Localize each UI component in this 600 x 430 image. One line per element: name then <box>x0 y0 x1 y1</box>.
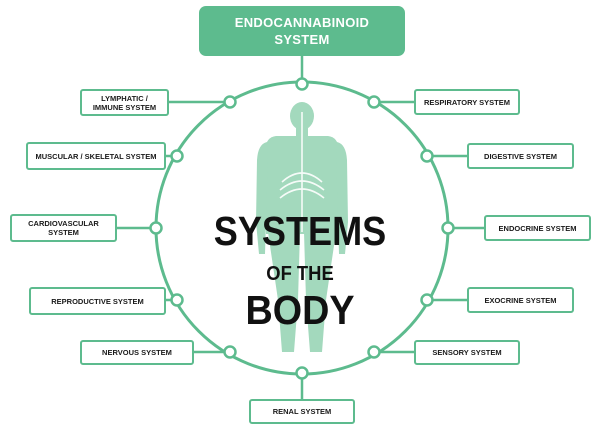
muscular-skeletal-system-box: MUSCULAR / SKELETAL SYSTEM <box>26 142 166 170</box>
endocrine-system-box: ENDOCRINE SYSTEM <box>484 215 591 241</box>
respiratory-system-box: RESPIRATORY SYSTEM <box>414 89 520 115</box>
box-label: CARDIOVASCULAR SYSTEM <box>28 219 99 237</box>
reproductive-system-box: REPRODUCTIVE SYSTEM <box>29 287 166 315</box>
box-label: SENSORY SYSTEM <box>432 348 502 357</box>
rib-line <box>279 188 325 199</box>
figure-right-arm <box>336 142 348 254</box>
endocannabinoid-system-header: ENDOCANNABINOID SYSTEM <box>199 6 405 56</box>
box-label: RENAL SYSTEM <box>272 407 332 416</box>
exocrine-system-box: EXOCRINE SYSTEM <box>467 287 574 313</box>
figure-detail-lines <box>279 112 325 232</box>
header-line-2: SYSTEM <box>274 32 330 47</box>
box-label: MUSCULAR / SKELETAL SYSTEM <box>35 151 157 161</box>
renal-system-box: RENAL SYSTEM <box>249 399 355 424</box>
rib-line <box>281 172 323 183</box>
cardiovascular-system-box: CARDIOVASCULAR SYSTEM <box>10 214 117 242</box>
sensory-system-box: SENSORY SYSTEM <box>414 340 520 365</box>
center-title-line-3: BODY <box>245 287 355 333</box>
node-endocrine <box>441 221 455 235</box>
box-label: EXOCRINE SYSTEM <box>484 295 557 305</box>
box-label: DIGESTIVE SYSTEM <box>484 151 557 161</box>
figure-right-leg <box>304 232 336 352</box>
node-renal <box>295 366 309 380</box>
node-exocrine <box>420 293 434 307</box>
lymphatic-immune-system-box: LYMPHATIC / IMMUNE SYSTEM <box>80 89 169 116</box>
box-label: RESPIRATORY SYSTEM <box>424 97 510 107</box>
node-digestive <box>420 149 434 163</box>
node-sensory <box>367 345 381 359</box>
node-cardiovascular <box>149 221 163 235</box>
box-label: NERVOUS SYSTEM <box>102 348 172 357</box>
figure-left-arm <box>256 142 268 254</box>
figure-left-leg <box>268 232 300 352</box>
digestive-system-box: DIGESTIVE SYSTEM <box>467 143 574 169</box>
node-muscular <box>170 149 184 163</box>
nervous-system-box: NERVOUS SYSTEM <box>80 340 194 365</box>
center-title-line-1: SYSTEMS <box>213 208 387 254</box>
box-label: ENDOCRINE SYSTEM <box>498 223 577 233</box>
node-nervous <box>223 345 237 359</box>
center-title-line-2: OF THE <box>266 263 334 285</box>
header-line-1: ENDOCANNABINOID <box>234 15 370 30</box>
node-lymphatic <box>223 95 237 109</box>
node-reproductive <box>170 293 184 307</box>
connection-nodes <box>149 77 455 380</box>
node-header <box>295 77 309 91</box>
box-label: LYMPHATIC / IMMUNE SYSTEM <box>92 93 157 112</box>
box-label: REPRODUCTIVE SYSTEM <box>51 296 144 306</box>
node-respiratory <box>367 95 381 109</box>
rib-line <box>279 180 325 191</box>
